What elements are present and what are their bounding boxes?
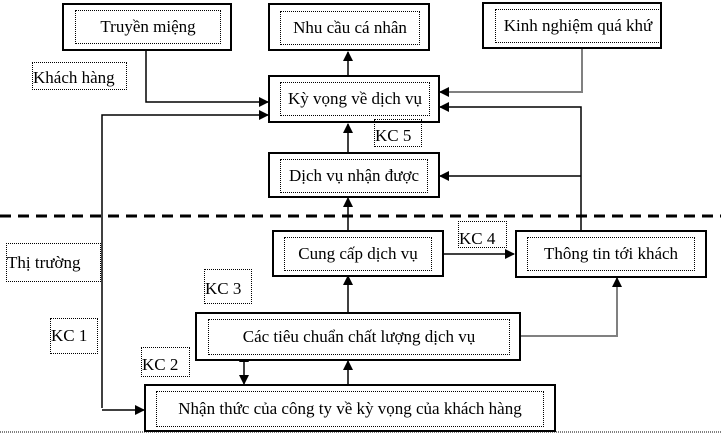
perceived-service-box: Dịch vụ nhận được — [268, 152, 440, 198]
personal-needs-label: Nhu cầu cá nhân — [280, 11, 420, 45]
arrow-experience-to-expected — [439, 48, 583, 97]
management-perception-box: Nhận thức của công ty về kỳ vọng của khá… — [144, 384, 556, 432]
arrow-gap1-to-expected — [101, 110, 269, 408]
personal-needs-box: Nhu cầu cá nhân — [268, 3, 430, 51]
management-perception-label: Nhận thức của công ty về kỳ vọng của khá… — [156, 391, 544, 427]
gap1-label: KC 1 — [50, 318, 98, 354]
gap3-label: KC 3 — [204, 269, 252, 304]
service-standards-label: Các tiêu chuẩn chất lượng dịch vụ — [208, 319, 510, 355]
market-zone-label: Thị trường — [6, 243, 101, 282]
external-communication-label: Thông tin tới khách — [527, 237, 695, 271]
arrow-standards-to-communication — [520, 277, 622, 337]
expected-service-box: Kỳ vọng về dịch vụ — [268, 75, 440, 123]
word-of-mouth-box: Truyền miệng — [62, 3, 232, 51]
expected-service-label: Kỳ vọng về dịch vụ — [280, 82, 430, 116]
gap4-label: KC 4 — [458, 221, 507, 248]
arrow-communication-to-expected — [439, 102, 582, 235]
service-standards-box: Các tiêu chuẩn chất lượng dịch vụ — [195, 312, 521, 361]
perceived-service-label: Dịch vụ nhận được — [280, 159, 428, 193]
gap5-label: KC 5 — [374, 119, 422, 147]
service-delivery-box: Cung cấp dịch vụ — [272, 230, 444, 277]
customer-zone-label: Khách hàng — [32, 62, 127, 90]
service-delivery-label: Cung cấp dịch vụ — [284, 237, 432, 271]
external-communication-box: Thông tin tới khách — [515, 230, 707, 278]
arrow-word-of-mouth-to-expected — [145, 50, 269, 107]
gap2-label: KC 2 — [141, 347, 190, 377]
word-of-mouth-label: Truyền miệng — [75, 10, 221, 44]
past-experience-label: Kinh nghiệm quá khứ — [495, 9, 661, 43]
past-experience-box: Kinh nghiệm quá khứ — [482, 2, 662, 49]
